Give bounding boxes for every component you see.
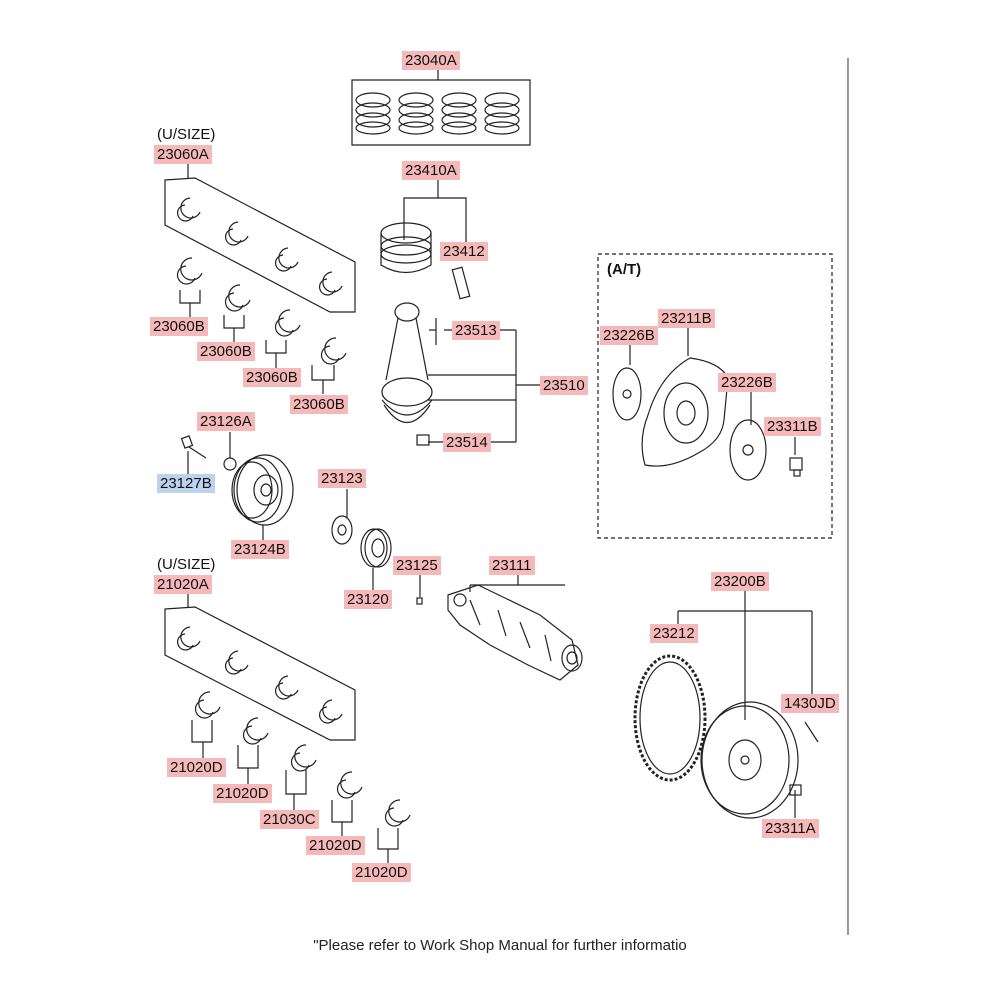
footer-note: "Please refer to Work Shop Manual for fu… bbox=[313, 937, 687, 954]
part-label-23125[interactable]: 23125 bbox=[393, 556, 441, 575]
part-label-23120[interactable]: 23120 bbox=[344, 590, 392, 609]
part-label-23060A[interactable]: 23060A bbox=[154, 145, 212, 164]
part-label-23412[interactable]: 23412 bbox=[440, 242, 488, 261]
crankshaft bbox=[447, 573, 583, 681]
automatic-transmission-note: (A/T) bbox=[607, 261, 642, 278]
part-label-1430JD[interactable]: 1430JD bbox=[781, 694, 839, 713]
part-label-23200B[interactable]: 23200B bbox=[711, 572, 769, 591]
part-label-23226B[interactable]: 23226B bbox=[600, 326, 658, 345]
conrod-bearing-set bbox=[164, 594, 411, 864]
undersize-note: (U/SIZE) bbox=[157, 126, 216, 143]
part-label-21020D[interactable]: 21020D bbox=[213, 784, 272, 803]
part-label-23226B[interactable]: 23226B bbox=[718, 373, 776, 392]
part-label-23060B[interactable]: 23060B bbox=[150, 317, 208, 336]
part-label-23514[interactable]: 23514 bbox=[443, 433, 491, 452]
part-label-23124B[interactable]: 23124B bbox=[231, 540, 289, 559]
part-label-23127B[interactable]: 23127B bbox=[157, 474, 215, 493]
part-label-21030C[interactable]: 21030C bbox=[260, 810, 319, 829]
timing-sprocket bbox=[331, 489, 423, 605]
part-label-23510[interactable]: 23510 bbox=[540, 376, 588, 395]
part-label-21020D[interactable]: 21020D bbox=[306, 836, 365, 855]
part-label-21020A[interactable]: 21020A bbox=[154, 575, 212, 594]
part-label-23513[interactable]: 23513 bbox=[452, 321, 500, 340]
part-label-23060B[interactable]: 23060B bbox=[290, 395, 348, 414]
part-label-23311B[interactable]: 23311B bbox=[764, 417, 821, 436]
damper-pulley bbox=[180, 432, 294, 540]
part-label-21020D[interactable]: 21020D bbox=[352, 863, 411, 882]
part-label-21020D[interactable]: 21020D bbox=[167, 758, 226, 777]
part-label-23212[interactable]: 23212 bbox=[650, 624, 698, 643]
part-label-23211B[interactable]: 23211B bbox=[658, 309, 715, 328]
piston-rings bbox=[351, 69, 531, 146]
piston bbox=[380, 180, 471, 300]
part-label-23040A[interactable]: 23040A bbox=[402, 51, 460, 70]
part-label-23126A[interactable]: 23126A bbox=[197, 412, 255, 431]
part-label-23060B[interactable]: 23060B bbox=[197, 342, 255, 361]
drive-plate-assembly bbox=[597, 253, 833, 539]
undersize-note: (U/SIZE) bbox=[157, 556, 216, 573]
part-label-23060B[interactable]: 23060B bbox=[243, 368, 301, 387]
part-label-23311A[interactable]: 23311A bbox=[762, 819, 819, 838]
flywheel-assembly bbox=[633, 591, 819, 819]
main-bearing-set-upper bbox=[164, 164, 356, 394]
part-label-23111[interactable]: 23111 bbox=[489, 556, 535, 575]
part-label-23410A[interactable]: 23410A bbox=[402, 161, 460, 180]
part-label-23123[interactable]: 23123 bbox=[318, 469, 366, 488]
